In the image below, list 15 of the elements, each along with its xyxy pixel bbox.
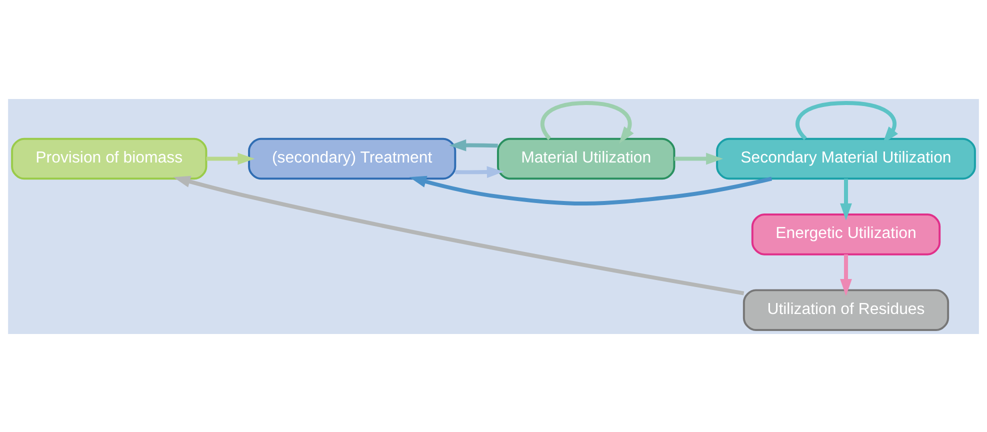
node-box: Utilization of Residues <box>742 288 950 330</box>
arrow <box>674 152 724 164</box>
arrow <box>173 175 744 295</box>
node-box: Energetic Utilization <box>751 213 941 255</box>
node-box: (secondary) Treatment <box>248 137 456 180</box>
node-box: Provision of biomass <box>11 137 208 180</box>
arrow <box>206 152 255 164</box>
arrow <box>449 138 498 151</box>
node-box: Material Utilization <box>496 137 676 180</box>
arrow <box>455 166 504 178</box>
arrow <box>840 254 852 296</box>
node-box: Secondary Material Utilization <box>716 137 976 180</box>
arrow <box>840 178 852 220</box>
arrow <box>540 100 634 144</box>
arrow <box>796 100 898 143</box>
